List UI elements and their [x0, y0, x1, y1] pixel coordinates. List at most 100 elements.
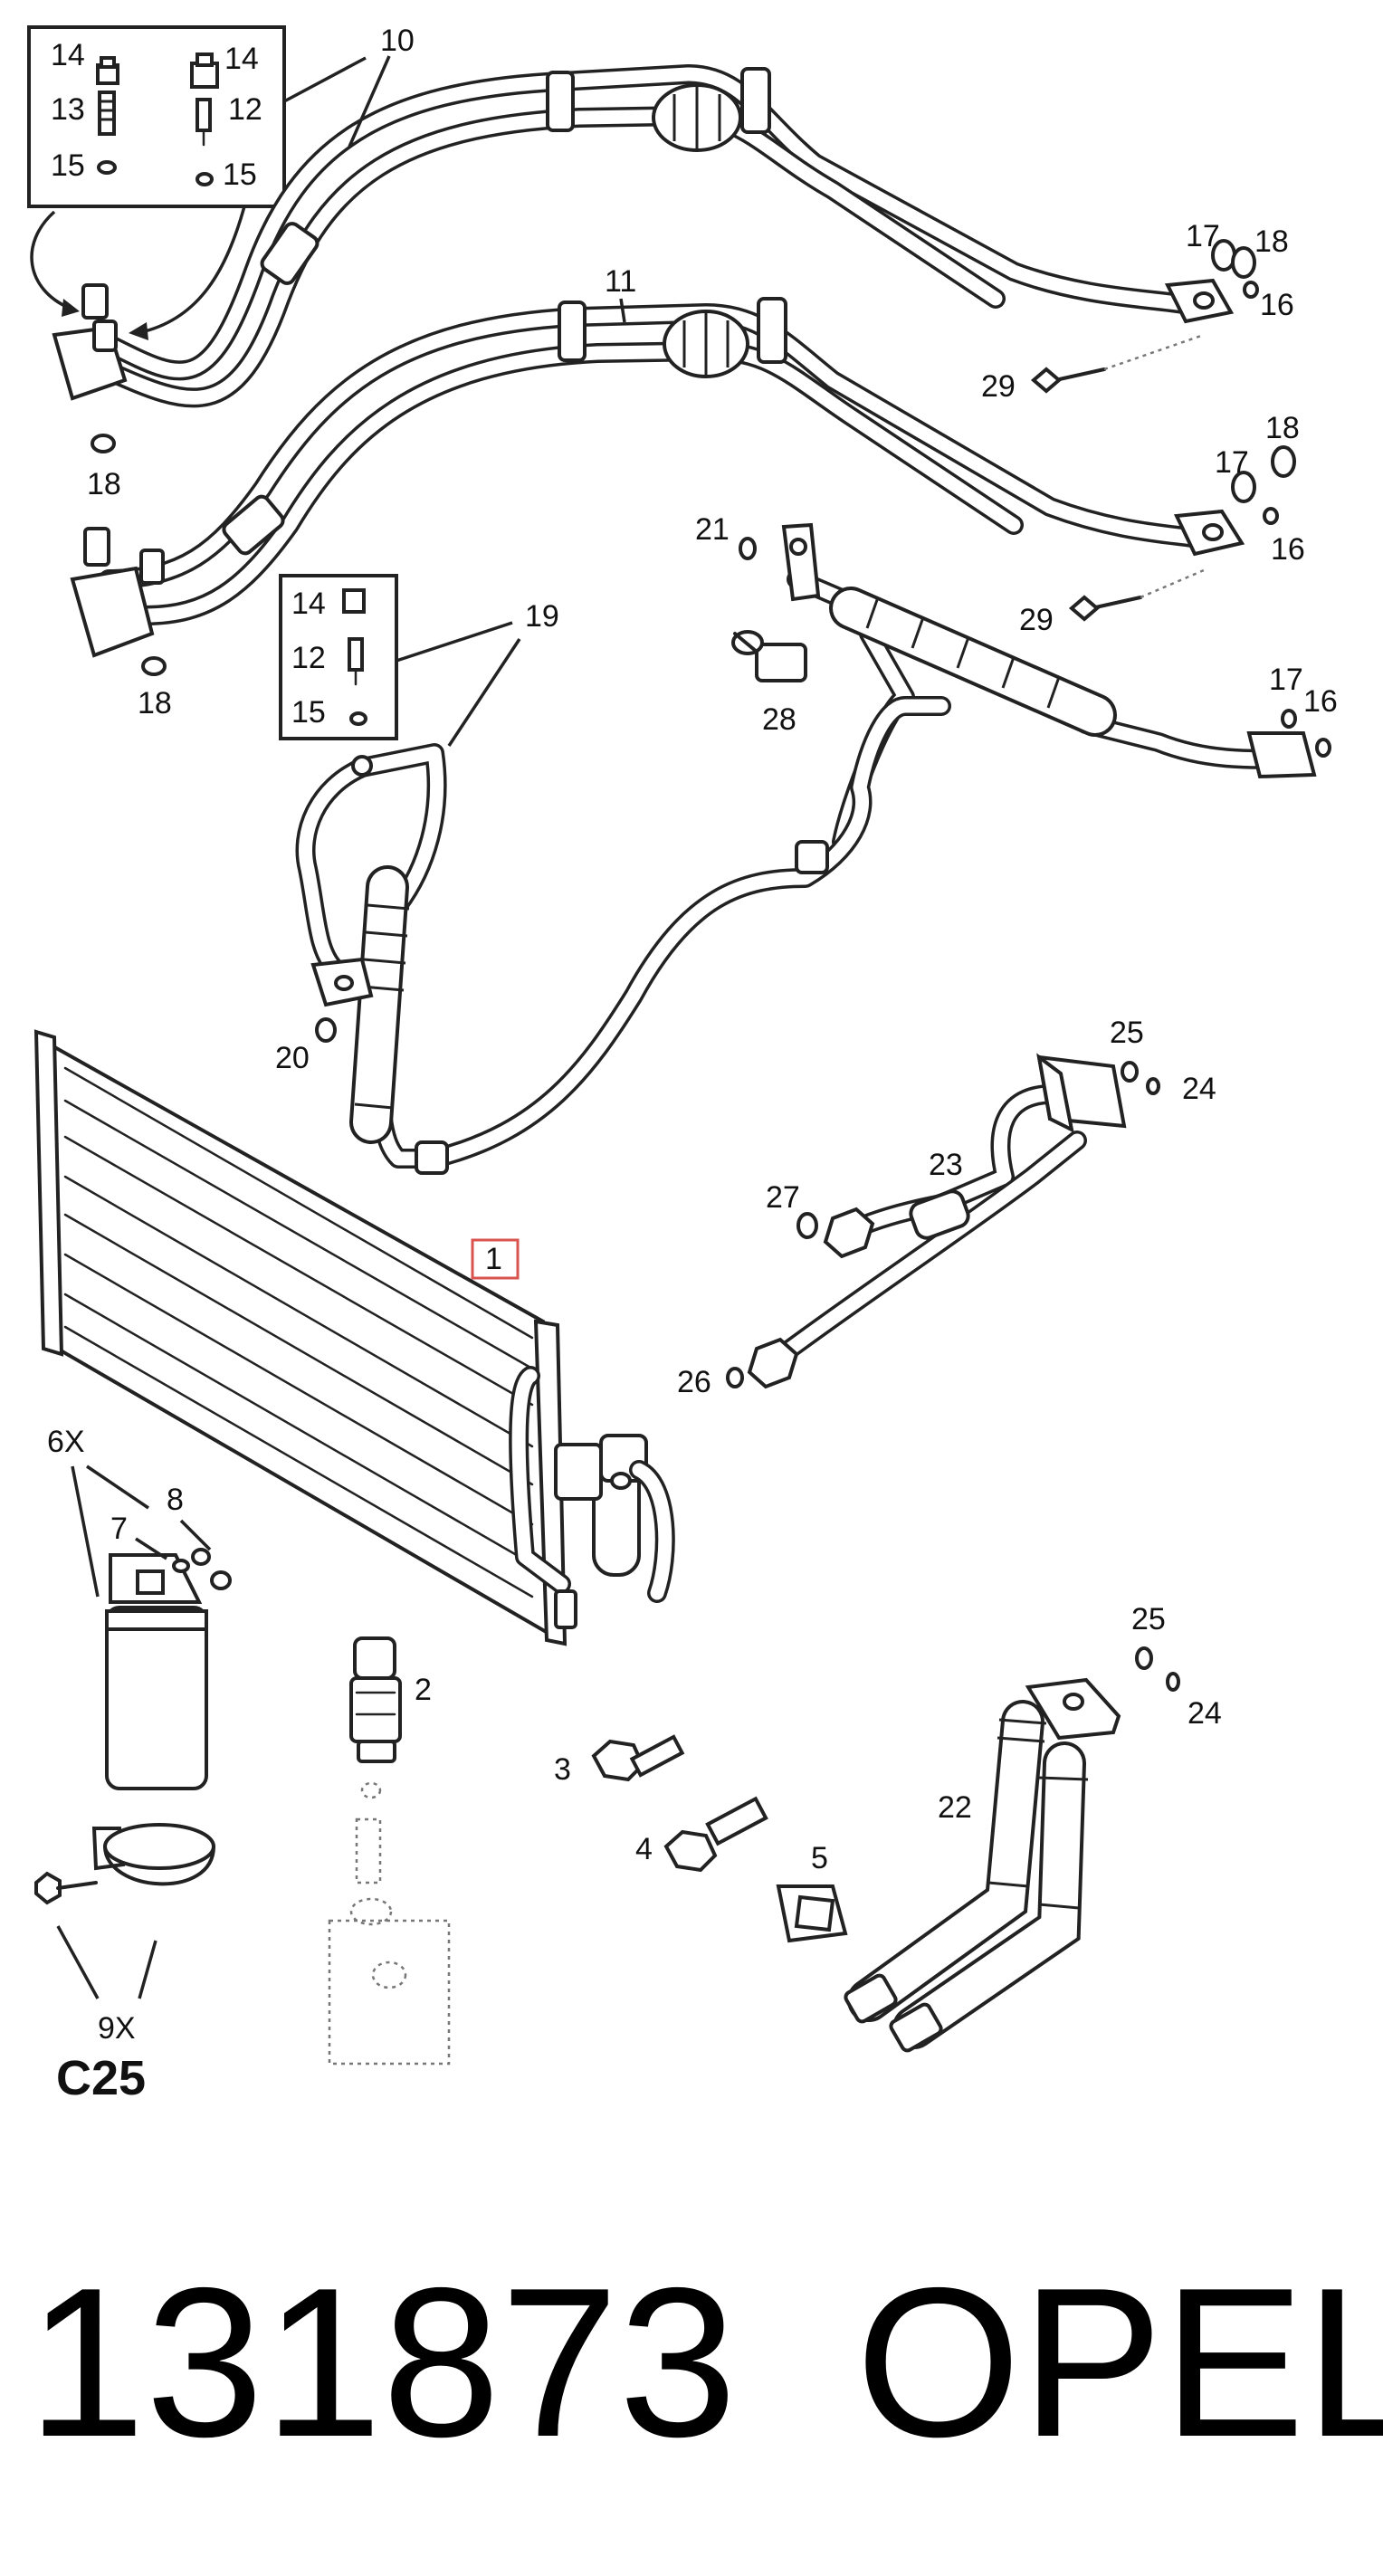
bolt-4: 4 [635, 1796, 768, 1873]
callout-8: 8 [167, 1483, 184, 1517]
callout-23: 23 [929, 1148, 963, 1182]
clamp-icon [558, 301, 587, 362]
valve-core-icon [196, 98, 212, 147]
arrow-curve [30, 210, 70, 310]
o-ring-icon [1315, 738, 1331, 758]
callout-11: 11 [605, 264, 636, 299]
clamp-icon [740, 67, 771, 134]
callout-14: 14 [224, 42, 259, 76]
block-fitting-icon [1246, 731, 1317, 779]
leader-line [86, 1465, 149, 1510]
o-ring-icon [141, 656, 167, 676]
callout-13: 13 [51, 92, 85, 127]
pipe-assembly-10: 10 17 18 16 29 18 [52, 24, 1294, 501]
callout-6x: 6X [47, 1425, 85, 1459]
o-ring-icon [1135, 1646, 1153, 1670]
callout-18: 18 [87, 467, 121, 501]
arrow-head-icon [62, 299, 80, 317]
clamp-icon [260, 222, 320, 285]
bolt-3: 3 [554, 1734, 685, 1787]
leader-line [447, 638, 521, 747]
leader-line [619, 298, 626, 323]
callout-16: 16 [1271, 532, 1305, 567]
o-ring-icon [796, 1212, 818, 1239]
clip-5: 5 [776, 1841, 848, 1943]
callout-29: 29 [1019, 603, 1054, 637]
o-ring-icon [315, 1017, 337, 1043]
callout-22: 22 [938, 1790, 972, 1825]
block-fitting-icon [70, 566, 155, 658]
callout-20: 20 [275, 1041, 310, 1075]
bolt-icon [1030, 367, 1106, 394]
callout-14: 14 [51, 38, 85, 72]
inset-box-top: 14 14 13 12 15 15 [27, 25, 367, 340]
bolt-icon [731, 630, 807, 682]
bolt-icon [663, 1829, 718, 1873]
o-ring-icon [1263, 507, 1279, 525]
leader-line [56, 1925, 100, 1999]
o-ring-icon [210, 1570, 232, 1590]
o-ring-icon [191, 1548, 211, 1566]
o-ring-small-icon [97, 160, 117, 175]
pressure-switch: 2 [328, 1636, 451, 2066]
valve-core-icon [98, 91, 116, 136]
pipe-assembly-11: 11 18 17 16 29 18 [70, 264, 1305, 720]
o-ring-icon [726, 1367, 744, 1388]
bolt-icon [34, 1871, 62, 1905]
part-number: 131873 [27, 2243, 738, 2481]
callout-9x: 9X [98, 2011, 136, 2046]
pipe-assembly-21: 21 28 17 16 [695, 512, 1338, 852]
callout-26: 26 [677, 1365, 711, 1399]
hose-assembly-22: 25 24 22 [844, 1602, 1222, 2053]
callout-15: 15 [51, 148, 85, 183]
brand-name: OPEL [855, 2243, 1383, 2481]
callout-28: 28 [762, 702, 796, 737]
callout-12: 12 [228, 92, 262, 127]
callout-17: 17 [1215, 445, 1249, 480]
callout-5: 5 [811, 1841, 828, 1875]
arrow-curve [144, 205, 246, 333]
callout-21: 21 [695, 512, 730, 547]
receiver-drier-kit: 6X 8 7 9X [34, 1425, 232, 2046]
callout-29: 29 [981, 369, 1016, 404]
inset-box-19: 14 12 15 19 [279, 574, 559, 747]
callout-14: 14 [291, 587, 326, 621]
callout-7: 7 [110, 1512, 128, 1546]
callout-25: 25 [1110, 1016, 1144, 1050]
callout-24: 24 [1182, 1072, 1216, 1106]
leader-line [135, 1537, 167, 1560]
clamp-icon [546, 71, 575, 132]
o-ring-icon [1231, 246, 1256, 279]
callout-24: 24 [1187, 1696, 1222, 1731]
catalog-footer: 131873 OPEL [27, 2227, 1383, 2498]
leader-line [348, 55, 391, 148]
callout-18: 18 [1254, 224, 1289, 259]
callout-19: 19 [525, 599, 559, 634]
callout-25: 25 [1131, 1602, 1166, 1636]
pipe-assembly-19: 20 [275, 696, 951, 1175]
o-ring-icon [1166, 1672, 1180, 1692]
valve-cap-icon [96, 56, 119, 85]
callout-10: 10 [380, 24, 415, 58]
section-code: C25 [56, 2051, 146, 2105]
callout-4: 4 [635, 1832, 653, 1866]
callout-15: 15 [223, 157, 257, 192]
callout-3: 3 [554, 1752, 571, 1787]
callout-15: 15 [291, 695, 326, 730]
callout-1: 1 [485, 1242, 502, 1276]
o-ring-icon [1231, 471, 1256, 503]
leader-line [71, 1465, 100, 1598]
callout-18: 18 [1265, 411, 1300, 445]
leader-line [396, 621, 513, 663]
nut-icon [747, 1337, 799, 1389]
callout-27: 27 [766, 1180, 800, 1215]
hose-assembly-23: 25 24 23 27 26 [677, 1016, 1216, 1399]
callout-16: 16 [1303, 684, 1338, 719]
o-ring-icon [1146, 1077, 1160, 1095]
callout-17: 17 [1186, 219, 1220, 253]
callout-17: 17 [1269, 663, 1303, 697]
o-ring-icon [1271, 445, 1296, 478]
callout-16: 16 [1260, 288, 1294, 322]
arrow-head-icon [129, 322, 148, 340]
